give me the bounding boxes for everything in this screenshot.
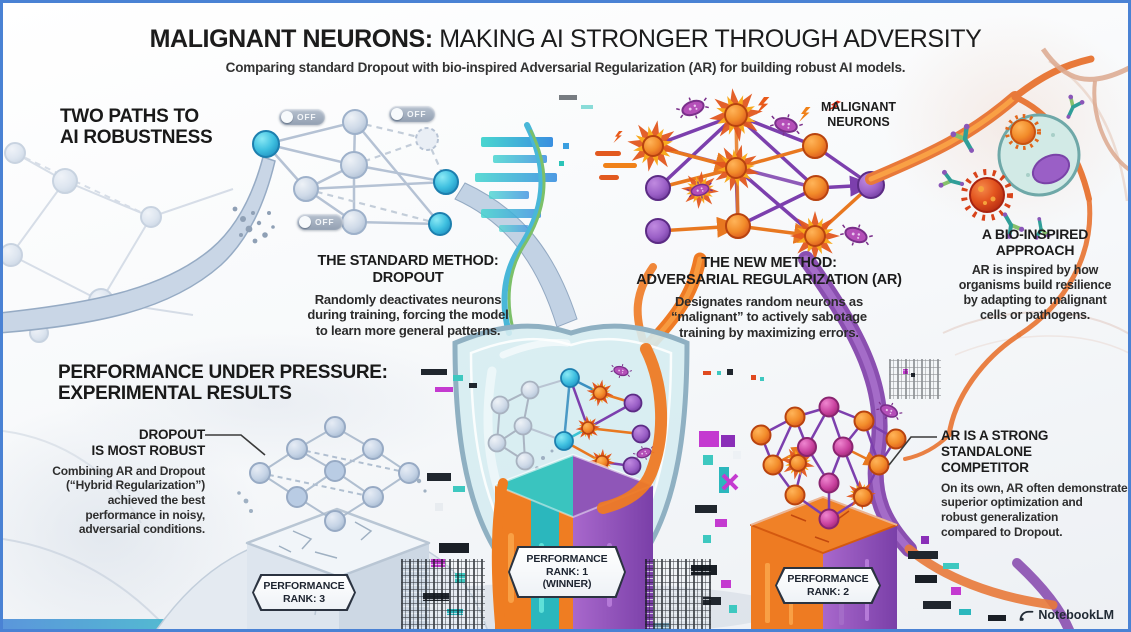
note-connectors xyxy=(205,434,937,466)
new-method-desc: Designates random neurons as “malignant”… xyxy=(671,293,867,340)
malignant-network xyxy=(595,84,885,262)
page-title-rest: MAKING AI STRONGER THROUGH ADVERSITY xyxy=(432,25,982,53)
malignant-neuron-burst xyxy=(777,442,819,484)
malignant-neuron-burst xyxy=(574,414,602,442)
new-method-title: THE NEW METHOD: ADVERSARIAL REGULARIZATI… xyxy=(636,255,902,288)
ar-note-desc: On its own, AR often demonstrated superi… xyxy=(941,480,1131,539)
toggle-knob-icon xyxy=(391,108,403,120)
page-title-emphasis: MALIGNANT NEURONS: xyxy=(149,25,433,53)
antibody-icon xyxy=(1057,92,1088,125)
performance-rank-3-label: PERFORMANCE RANK: 3 xyxy=(254,576,354,609)
malignant-neuron-burst xyxy=(705,84,767,146)
standard-method-desc: Randomly deactivates neurons during trai… xyxy=(307,291,509,338)
lightning-icon xyxy=(613,131,623,143)
bacteria-icon xyxy=(836,218,876,252)
performance-rank-2-badge: PERFORMANCE RANK: 2 xyxy=(775,567,881,604)
malignant-neurons-label: MALIGNANT NEURONS xyxy=(821,100,896,129)
standard-method-block: THE STANDARD METHOD: DROPOUT Randomly de… xyxy=(253,253,563,338)
off-toggle: OFF xyxy=(389,106,435,122)
section-heading-two-paths: TWO PATHS TO AI ROBUSTNESS xyxy=(60,106,213,149)
ar-network xyxy=(750,396,907,530)
bio-inspired-title: A BIO-INSPIRED APPROACH xyxy=(981,226,1089,259)
speed-dashes xyxy=(595,151,637,180)
malignant-neuron-burst xyxy=(622,115,684,177)
bio-inspired-block: A BIO-INSPIRED APPROACH AR is inspired b… xyxy=(947,226,1123,323)
performance-rank-2-label: PERFORMANCE RANK: 2 xyxy=(777,569,879,602)
bacteria-icon xyxy=(673,91,713,125)
toggle-label: OFF xyxy=(297,112,317,122)
dropout-network xyxy=(252,109,459,236)
standard-method-title: THE STANDARD METHOD: DROPOUT xyxy=(317,253,499,286)
malignant-neuron-burst xyxy=(706,138,766,198)
brand-watermark: NotebookLM xyxy=(1019,608,1114,622)
new-method-block: THE NEW METHOD: ADVERSARIAL REGULARIZATI… xyxy=(615,255,923,340)
immune-cell-icon xyxy=(997,113,1081,197)
ar-note-title: AR IS A STRONG STANDALONE COMPETITOR xyxy=(941,428,1049,475)
brand-name: NotebookLM xyxy=(1038,608,1114,622)
off-toggle: OFF xyxy=(297,214,343,230)
faded-dropout-network xyxy=(237,416,427,532)
bio-illustration xyxy=(936,47,1128,242)
toggle-knob-icon xyxy=(299,216,311,228)
off-toggle: OFF xyxy=(279,109,325,125)
ar-note-block: AR IS A STRONG STANDALONE COMPETITOR On … xyxy=(941,428,1131,539)
dropout-note-block: DROPOUT IS MOST ROBUST Combining AR and … xyxy=(3,427,205,537)
section-heading-results: PERFORMANCE UNDER PRESSURE: EXPERIMENTAL… xyxy=(58,362,388,405)
notebooklm-logo-icon xyxy=(1019,610,1034,621)
teal-green-ribbon xyxy=(501,122,546,336)
toggle-label: OFF xyxy=(407,109,427,119)
malignant-neuron-burst xyxy=(584,377,616,409)
malignant-neuron-burst xyxy=(789,210,841,262)
malignant-neuron-burst xyxy=(679,169,721,211)
performance-rank-1-label: PERFORMANCE RANK: 1 (WINNER) xyxy=(510,548,624,596)
performance-rank-3-badge: PERFORMANCE RANK: 3 xyxy=(252,574,356,611)
axon-ribbon xyxy=(3,156,578,334)
dropout-note-title: DROPOUT IS MOST ROBUST xyxy=(91,427,206,458)
bio-inspired-desc: AR is inspired by how organisms build re… xyxy=(958,263,1112,323)
page-title: MALIGNANT NEURONS: MAKING AI STRONGER TH… xyxy=(3,25,1128,54)
dropout-note-desc: Combining AR and Dropout (“Hybrid Regula… xyxy=(52,463,205,537)
performance-rank-1-badge: PERFORMANCE RANK: 1 (WINNER) xyxy=(508,546,626,598)
toggle-label: OFF xyxy=(315,217,335,227)
virus-icon xyxy=(961,169,1013,221)
page-subtitle: Comparing standard Dropout with bio-insp… xyxy=(225,60,906,75)
toggle-knob-icon xyxy=(281,111,293,123)
axon-fragment-spray xyxy=(232,206,275,244)
